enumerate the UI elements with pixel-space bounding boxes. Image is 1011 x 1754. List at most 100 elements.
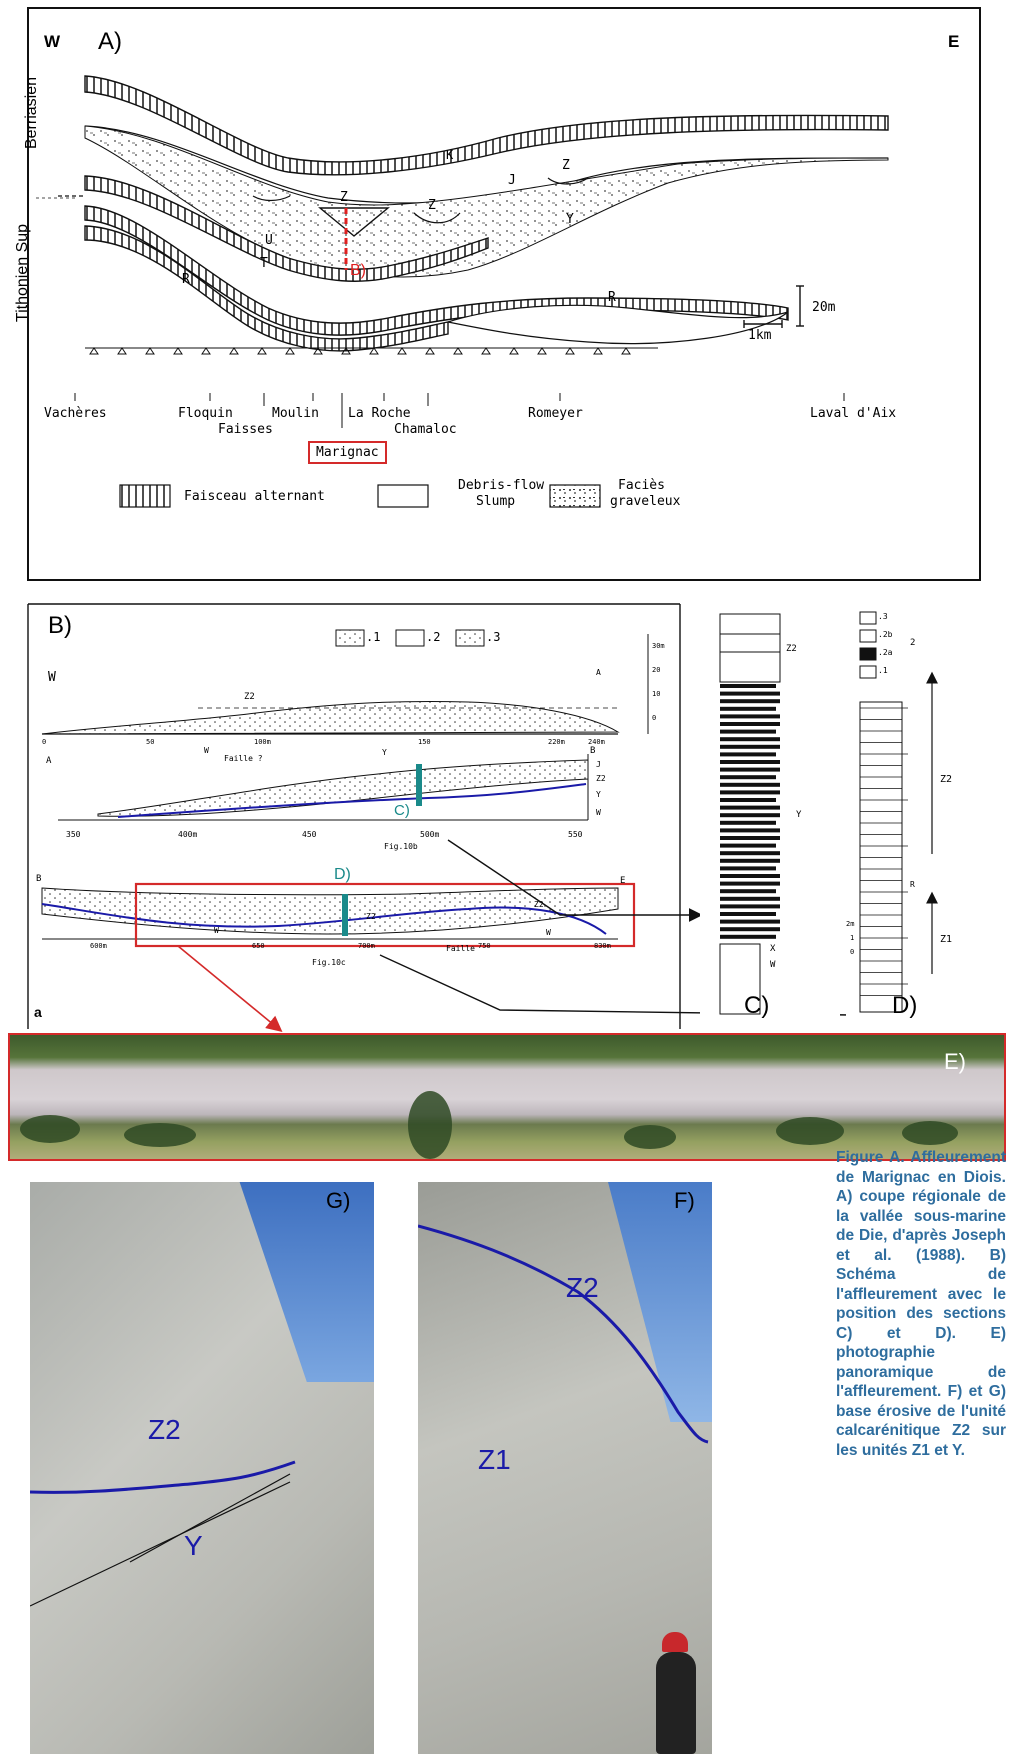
- person-figure: [656, 1652, 696, 1754]
- log-c-drawing: [700, 604, 840, 1024]
- unit-y: Y: [566, 212, 574, 227]
- b-row3-e: E: [620, 876, 626, 886]
- log-c-bed: [720, 737, 780, 742]
- base-triangle: [453, 347, 463, 355]
- b-row1-faille: Faille ?: [224, 754, 263, 763]
- photo-e-label: E): [944, 1049, 966, 1074]
- log-c-bed: [720, 684, 776, 688]
- base-triangle: [229, 347, 239, 355]
- b-row1-tick-0: 0: [42, 738, 47, 746]
- photo-e-trees: [20, 1091, 958, 1159]
- base-triangle: [509, 347, 519, 355]
- log-c-x: X: [770, 944, 776, 954]
- log-c-panel: Z2 Y X W C): [700, 604, 840, 1024]
- log-d-r: R: [910, 880, 915, 889]
- b-row3-w: W: [214, 926, 219, 935]
- log-c-w: W: [770, 960, 776, 970]
- legend-debris-1: Debris-flow: [458, 478, 545, 493]
- log-c-label: C): [744, 992, 770, 1019]
- unit-j: J: [508, 173, 516, 188]
- log-c-bed: [720, 934, 776, 939]
- b-row2-y: Y: [596, 790, 601, 799]
- base-triangle: [565, 347, 575, 355]
- log-c-bed: [720, 798, 776, 802]
- log-c-bed: [720, 760, 780, 764]
- panel-a-label: A): [98, 28, 122, 55]
- base-triangle: [257, 347, 267, 355]
- log-c-bed: [720, 836, 780, 840]
- b-vscale-30: 30m: [652, 642, 665, 650]
- photo-f-z2: Z2: [566, 1272, 599, 1303]
- log-c-bed: [720, 722, 780, 726]
- log-c-bed: [720, 691, 780, 696]
- photo-f: F) Z2 Z1: [418, 1182, 712, 1754]
- base-triangle: [117, 347, 127, 355]
- log-c-bed: [720, 896, 780, 901]
- log-d-legend-2b: .2b: [878, 630, 893, 639]
- log-d-legend-3: .3: [878, 612, 888, 621]
- log-c-bed: [720, 699, 780, 704]
- log-c-bed: [720, 729, 776, 734]
- b-row3-tick-600: 600m: [90, 942, 107, 950]
- log-c-bed: [720, 912, 776, 916]
- b-vscale-0: 0: [652, 714, 657, 722]
- log-c-bed: [720, 752, 776, 757]
- b-row3-z2: Z2: [366, 912, 376, 921]
- b-legend-2: .2: [426, 630, 441, 644]
- b-corner-a: a: [34, 1004, 42, 1020]
- unit-t: T: [260, 256, 268, 271]
- section-c-marker: C): [394, 802, 410, 819]
- panel-b-label: B): [48, 612, 72, 639]
- locality-la-roche: La Roche: [348, 406, 411, 421]
- panel-a: A) W E Berriasien Tithonien Sup K J Z Z …: [14, 7, 981, 581]
- locality-marignac: Marignac: [308, 441, 387, 464]
- west-label: W: [44, 32, 61, 51]
- east-label: E: [948, 32, 960, 51]
- log-d-scale-1: 1: [850, 934, 855, 942]
- photo-f-label: F): [674, 1188, 695, 1213]
- base-triangle: [341, 347, 351, 355]
- section-d-marker: D): [334, 866, 351, 883]
- person-cap: [662, 1632, 688, 1652]
- photo-f-contact: [418, 1224, 709, 1444]
- b-west: W: [48, 670, 56, 685]
- locality-moulin: Moulin: [272, 406, 319, 421]
- panel-a-drawing: [27, 7, 981, 581]
- b-row3-b: B: [36, 874, 42, 884]
- b-row1-tick-100: 100m: [254, 738, 271, 746]
- base-triangle: [89, 347, 99, 355]
- log-d-z2: Z2: [940, 774, 953, 785]
- section-b-marker: B): [350, 262, 366, 279]
- log-c-z2: Z2: [786, 644, 797, 654]
- b-row3-faille: Faille: [446, 944, 475, 953]
- photo-g-contacts: [30, 1460, 296, 1607]
- b-row2-tick-550: 550: [568, 830, 583, 839]
- unit-z-b: Z: [428, 198, 436, 213]
- unit-z-a: Z: [340, 190, 348, 205]
- log-c-bed: [720, 706, 776, 711]
- log-c-bed: [720, 858, 780, 863]
- log-c-bed: [720, 820, 776, 825]
- b-row1-tick-220: 220m: [548, 738, 565, 746]
- base-triangle: [285, 347, 295, 355]
- log-c-bed: [720, 775, 776, 780]
- log-d-drawing: [846, 604, 1006, 1024]
- base-triangle: [593, 347, 603, 355]
- b-row2-j: J: [596, 760, 601, 769]
- locality-romeyer: Romeyer: [528, 406, 583, 421]
- b-row3-tick-700: 700m: [358, 942, 375, 950]
- b-legend-1: .1: [366, 630, 381, 644]
- log-c-bed: [720, 805, 780, 810]
- log-c-bed: [720, 828, 780, 833]
- unit-r-right: R: [608, 290, 616, 305]
- log-c-y: Y: [796, 810, 802, 820]
- b-row3-tick-650: 650: [252, 942, 265, 950]
- panel-b-drawing: [27, 603, 681, 1029]
- log-c-bed: [720, 790, 780, 795]
- log-c-bed: [720, 851, 780, 856]
- b-row2-tick-500: 500m: [420, 830, 440, 839]
- log-c-bed: [720, 714, 780, 719]
- locality-chamaloc: Chamaloc: [394, 422, 457, 437]
- stage-tithonien: Tithonien Sup: [14, 223, 32, 323]
- log-d-panel: .3 .2b .2a .1 2 Z2 Z1 R 2m 1 0 D): [846, 604, 1006, 1024]
